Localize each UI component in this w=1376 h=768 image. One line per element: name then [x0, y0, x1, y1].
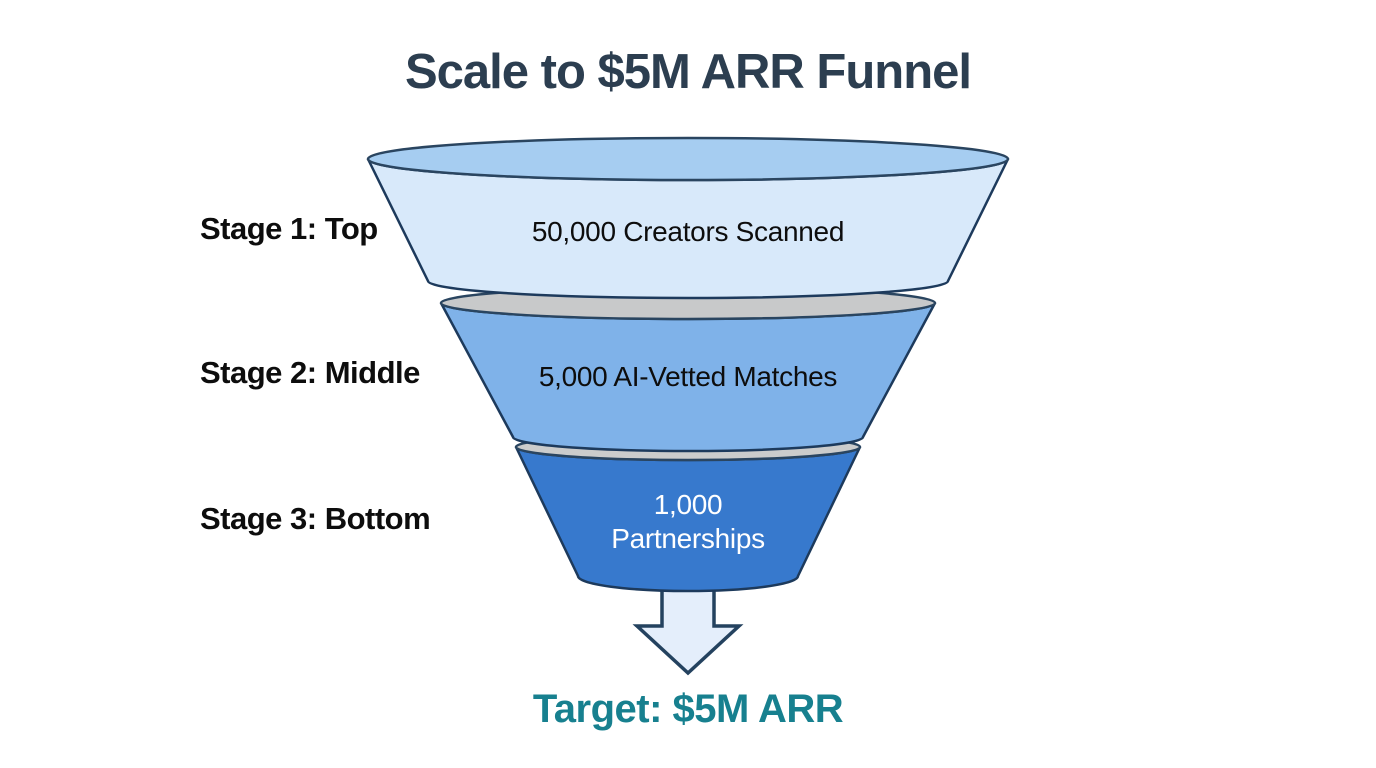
stage-2-label: Stage 2: Middle [200, 355, 420, 390]
stage-1-label: Stage 1: Top [200, 211, 378, 246]
stage-3-label: Stage 3: Bottom [200, 501, 431, 536]
stage-3-value: 1,000 Partnerships [611, 489, 765, 554]
page-title: Scale to $5M ARR Funnel [404, 45, 972, 99]
stage-2-value: 5,000 AI-Vetted Matches [538, 361, 838, 392]
target-label: Target: $5M ARR [532, 687, 844, 731]
stage-1-value: 50,000 Creators Scanned [531, 216, 845, 247]
funnel-stage-1-mouth [366, 136, 1010, 182]
